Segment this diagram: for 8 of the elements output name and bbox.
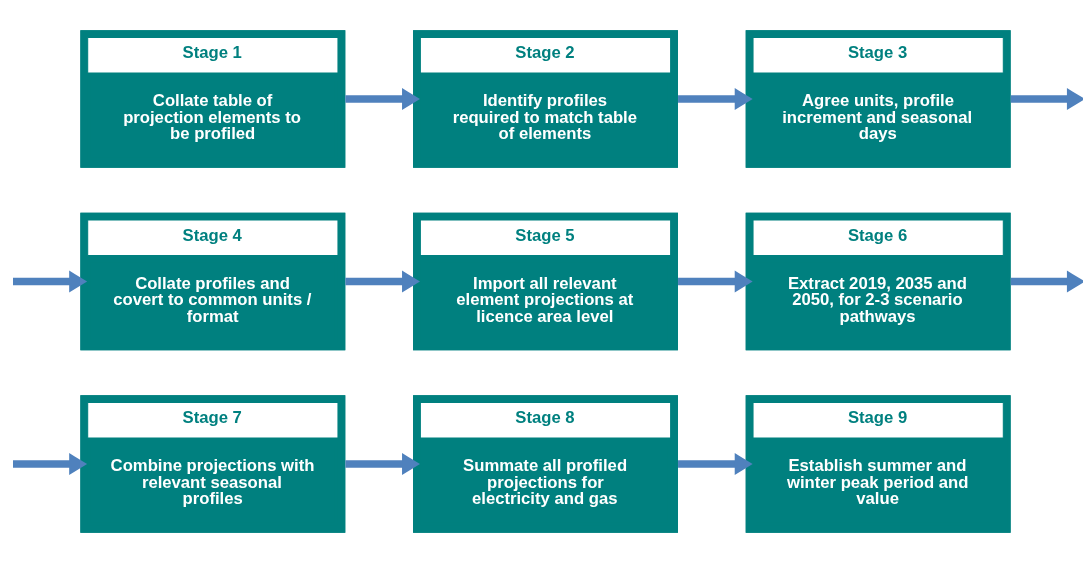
- arrow: [678, 88, 753, 110]
- arrow: [345, 270, 420, 293]
- arrow: [345, 453, 420, 475]
- arrow: [345, 88, 420, 110]
- arrow: [678, 453, 753, 475]
- arrow: [678, 270, 753, 293]
- arrow: [1010, 270, 1083, 293]
- arrow: [1010, 88, 1083, 110]
